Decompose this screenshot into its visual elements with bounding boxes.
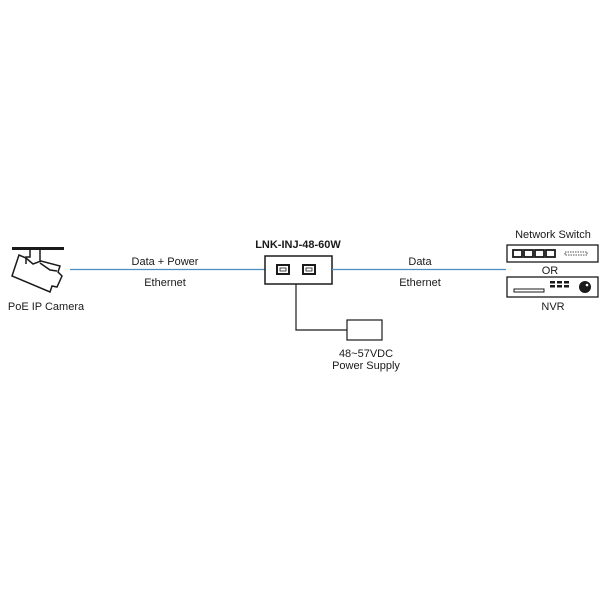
camera-label: PoE IP Camera	[8, 301, 85, 313]
power-supply-box	[346, 319, 383, 341]
injector-model-label: LNK-INJ-48-60W	[255, 239, 341, 251]
rj45-port-icon	[276, 264, 290, 275]
or-label: OR	[542, 265, 559, 277]
left-link: Data + Power Ethernet	[70, 256, 265, 289]
nvr-label: NVR	[541, 301, 564, 313]
right-link-top-label: Data	[408, 256, 432, 268]
security-camera-icon	[11, 247, 64, 294]
injector-group: LNK-INJ-48-60W	[255, 239, 341, 285]
network-switch-icon	[506, 244, 599, 263]
power-supply-voltage-label: 48~57VDC	[339, 348, 393, 360]
network-switch-label: Network Switch	[515, 229, 591, 241]
right-link-bottom-label: Ethernet	[399, 277, 441, 289]
camera-group: PoE IP Camera	[8, 247, 85, 313]
right-link: Data Ethernet	[332, 256, 506, 289]
rj45-port-icon	[302, 264, 316, 275]
nvr-icon	[506, 276, 599, 298]
destination-group: Network Switch OR NVR	[506, 229, 599, 313]
power-supply-group: 48~57VDC Power Supply	[295, 284, 400, 372]
left-link-top-label: Data + Power	[132, 256, 199, 268]
injector-box	[264, 255, 333, 285]
power-supply-label: Power Supply	[332, 360, 400, 372]
power-cable	[295, 284, 347, 331]
left-link-bottom-label: Ethernet	[144, 277, 186, 289]
